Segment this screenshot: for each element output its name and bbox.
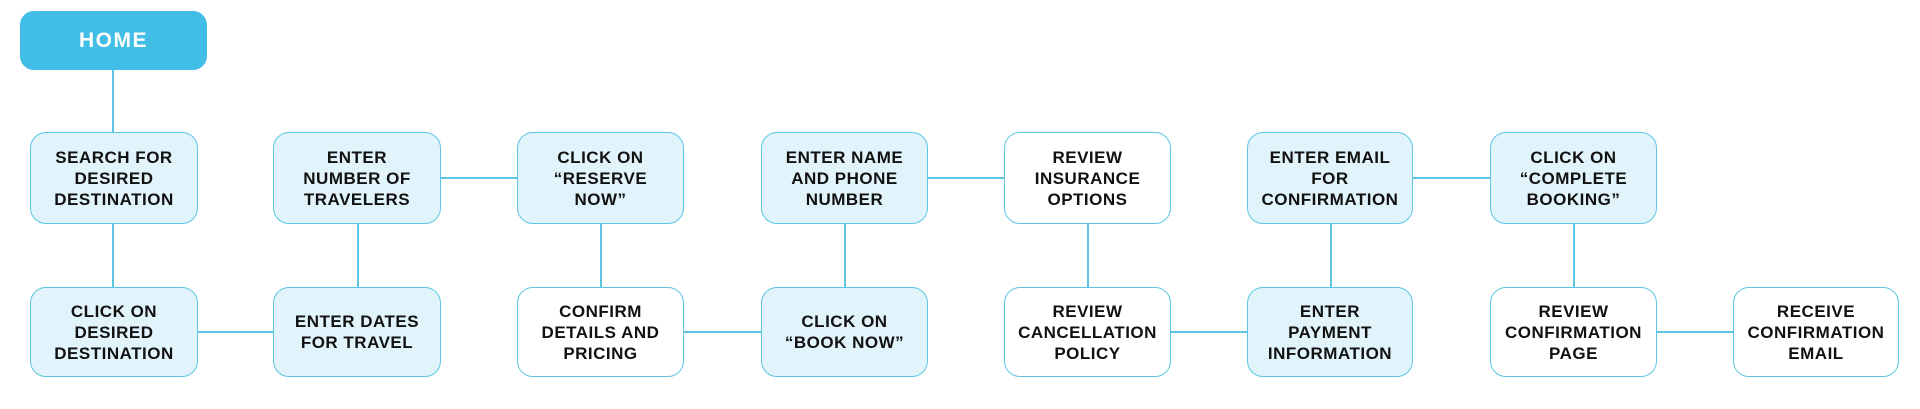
connector-review-confirmation-receive [1657,331,1734,333]
click-book-node: CLICK ON “BOOK NOW” [761,287,928,377]
click-destination-node: CLICK ON DESIRED DESTINATION [30,287,198,377]
enter-payment-node: ENTER PAYMENT INFORMATION [1247,287,1413,377]
review-insurance-node: REVIEW INSURANCE OPTIONS [1004,132,1171,224]
connector-book-name [844,224,846,287]
connector-complete-review-confirmation [1573,224,1575,287]
review-confirmation-node: REVIEW CONFIRMATION PAGE [1490,287,1657,377]
connector-cancellation-payment [1171,331,1248,333]
connector-email-complete [1413,177,1491,179]
connector-name-insurance [928,177,1005,179]
connector-confirm-book [684,331,762,333]
review-cancellation-node: REVIEW CANCELLATION POLICY [1004,287,1171,377]
connector-reserve-confirm [600,224,602,287]
click-complete-node: CLICK ON “COMPLETE BOOKING” [1490,132,1657,224]
receive-email-node: RECEIVE CONFIRMATION EMAIL [1733,287,1899,377]
connector-search-click-destination [112,224,114,287]
connector-home-search [112,70,114,132]
connector-click-destination-dates [198,331,274,333]
enter-dates-node: ENTER DATES FOR TRAVEL [273,287,441,377]
connector-dates-travelers [357,224,359,287]
enter-travelers-node: ENTER NUMBER OF TRAVELERS [273,132,441,224]
confirm-details-node: CONFIRM DETAILS AND PRICING [517,287,684,377]
connector-travelers-reserve [441,177,518,179]
enter-name-phone-node: ENTER NAME AND PHONE NUMBER [761,132,928,224]
connector-insurance-cancellation [1087,224,1089,287]
connector-payment-email [1330,224,1332,287]
click-reserve-node: CLICK ON “RESERVE NOW” [517,132,684,224]
enter-email-node: ENTER EMAIL FOR CONFIRMATION [1247,132,1413,224]
home-node: HOME [20,11,207,70]
search-destination-node: SEARCH FOR DESIRED DESTINATION [30,132,198,224]
